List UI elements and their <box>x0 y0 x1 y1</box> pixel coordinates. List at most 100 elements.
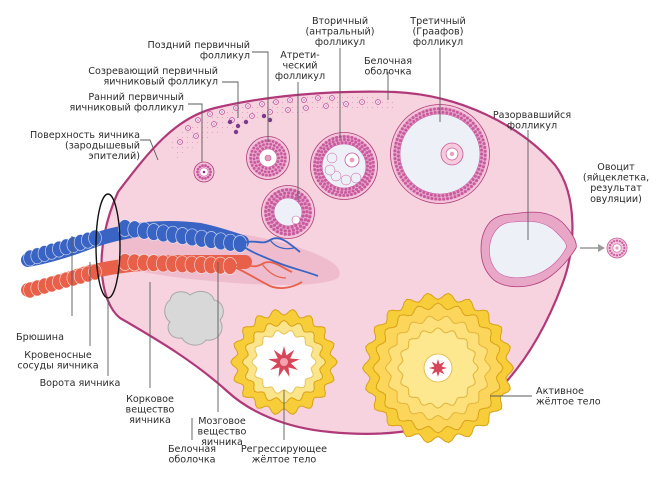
atretic-follicle <box>261 185 315 239</box>
granulosa-cell <box>295 227 299 231</box>
corona-cell <box>621 252 624 255</box>
granulosa-cell <box>319 164 322 168</box>
granulosa-cell <box>272 172 276 176</box>
granulosa-cell <box>308 206 312 211</box>
granulosa-cell <box>305 199 309 203</box>
granulosa-cell <box>275 230 280 234</box>
granulosa-cell <box>264 213 268 218</box>
granulosa-cell <box>473 174 477 178</box>
granulosa-cell <box>449 112 453 116</box>
granulosa-cell <box>445 197 449 201</box>
granulosa-cell <box>306 219 311 223</box>
antral-space <box>340 174 352 186</box>
granulosa-cell <box>280 159 284 163</box>
granulosa-cell <box>316 157 320 161</box>
granulosa-cell <box>436 107 440 111</box>
artery-coil <box>88 263 102 281</box>
corona-cell <box>609 244 612 247</box>
granulosa-cell <box>275 146 279 149</box>
granulosa-cell <box>283 229 287 233</box>
granulosa-cell <box>400 169 404 173</box>
primordial-oocyte <box>289 99 291 101</box>
granulosa-cell <box>318 176 322 180</box>
granulosa-cell <box>274 141 278 145</box>
granulosa-cell <box>344 141 348 145</box>
vessel-branches <box>231 237 319 289</box>
granulosa-cell <box>267 208 271 212</box>
corona-cell <box>618 253 621 256</box>
granulosa-cell <box>264 167 268 170</box>
granulosa-cell <box>471 127 475 131</box>
granulosa-cell <box>396 150 400 154</box>
granulosa-cell <box>456 190 460 194</box>
granulosa-cell <box>329 144 333 148</box>
granulosa-cell <box>350 139 354 143</box>
granulosa-cell <box>267 170 271 174</box>
granulosa-cell <box>282 149 286 153</box>
granulosa-cell <box>294 196 298 201</box>
granulosa-cell <box>323 150 327 154</box>
granulosa-cell <box>320 179 324 183</box>
corpus-albicans <box>164 290 224 346</box>
granulosa-cell <box>403 124 407 128</box>
granulosa-cell <box>286 226 290 230</box>
granulosa-cell <box>358 185 362 189</box>
granulosa-cell <box>331 140 335 144</box>
granulosa-cell <box>276 152 280 156</box>
ovulation-arrowhead <box>598 244 605 252</box>
granulosa-cell <box>418 112 422 116</box>
granulosa-cell <box>463 118 467 122</box>
granulosa-cell <box>476 127 480 131</box>
granulosa-cell <box>342 135 346 139</box>
granulosa-cell <box>298 224 303 228</box>
granulosa-cell <box>273 192 277 196</box>
granulosa-cell <box>478 164 482 168</box>
granulosa-cell <box>321 175 325 179</box>
vein-coil <box>88 229 102 247</box>
primordial-oocyte <box>275 101 277 103</box>
granulosa-cell <box>272 144 276 147</box>
granulosa-cell <box>272 223 277 227</box>
granulosa-cell <box>275 199 279 203</box>
granulosa-cell <box>301 221 305 225</box>
granulosa-cell <box>264 139 268 143</box>
ruptured-cavity <box>489 221 567 279</box>
granulosa-cell <box>279 228 283 232</box>
granulosa-cell <box>254 150 257 154</box>
granulosa-cell <box>272 218 277 222</box>
granulosa-cell <box>326 181 330 185</box>
granulosa-cell <box>271 169 274 173</box>
granulosa-cell <box>346 138 350 142</box>
clot-center <box>280 358 288 366</box>
granulosa-cell <box>279 231 283 235</box>
granulosa-cell <box>395 137 399 141</box>
granulosa-cell <box>333 142 337 146</box>
granulosa-cell <box>274 168 278 172</box>
granulosa-cell <box>466 121 470 125</box>
regressing-corpus-luteum <box>230 309 338 415</box>
granulosa-cell <box>329 187 333 191</box>
early-primary-follicle <box>193 161 215 183</box>
granulosa-cell <box>449 196 453 200</box>
granulosa-cell <box>336 187 340 191</box>
granulosa-cell <box>399 175 403 179</box>
follicle-inner <box>399 113 481 195</box>
granulosa-cell <box>297 199 301 203</box>
granulosa-cell <box>404 176 408 180</box>
granulosa-cell <box>402 131 406 135</box>
granulosa-cell <box>353 137 357 141</box>
vessel-branch <box>269 239 295 250</box>
corona-cell <box>608 246 611 250</box>
granulosa-cell <box>257 167 261 170</box>
granulosa-cell <box>316 165 320 169</box>
granulosa-cell <box>283 152 287 156</box>
granulosa-cell <box>327 189 331 193</box>
maturing-follicle <box>261 113 267 119</box>
granulosa-cell <box>393 157 397 161</box>
granulosa-cell <box>272 202 277 206</box>
granulosa-cell <box>316 168 320 172</box>
